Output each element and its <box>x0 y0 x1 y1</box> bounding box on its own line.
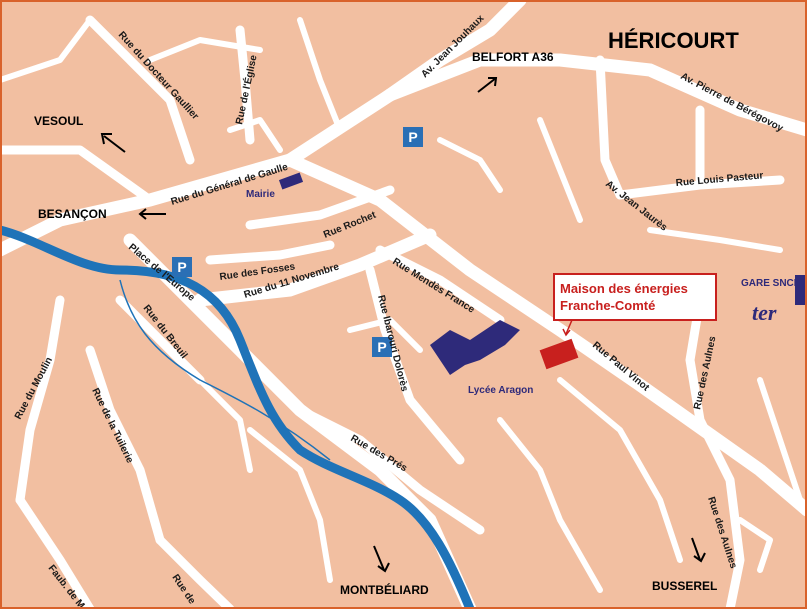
callout-arrow-icon <box>562 328 571 337</box>
maison-energies-building[interactable] <box>539 338 579 370</box>
road-tuilerie <box>85 345 165 545</box>
direction-montbeliard: MONTBÉLIARD <box>340 582 429 597</box>
road-minor <box>227 117 283 153</box>
mairie-label: Mairie <box>246 189 275 200</box>
road-minor <box>247 427 333 583</box>
road-minor <box>297 17 343 133</box>
river-stream <box>119 279 331 461</box>
road-jean-jouhaux <box>383 0 527 102</box>
gare-building <box>795 275 807 305</box>
parking-marker: P <box>372 337 392 357</box>
road-moulin <box>15 295 65 505</box>
direction-vesoul: VESOUL <box>34 114 83 128</box>
parking-label: P <box>408 129 417 145</box>
arrow-head-icon <box>100 133 112 145</box>
callout-line-2: Franche-Comté <box>560 298 655 313</box>
road-jean-jaures <box>283 153 807 517</box>
callout-pointer <box>565 319 573 335</box>
arrow-icon <box>691 537 701 561</box>
road-rue-de <box>155 535 235 609</box>
road-minor <box>437 137 503 193</box>
lycee-building <box>430 320 520 375</box>
road-beregovoy <box>383 53 807 137</box>
callout-line-1: Maison des énergies <box>560 281 688 296</box>
road-minor <box>197 377 253 473</box>
arrow-icon <box>103 135 126 153</box>
mairie-building <box>278 172 304 190</box>
road-minor <box>557 377 683 563</box>
parking-marker: P <box>403 127 423 147</box>
gare-label: GARE SNCF <box>741 278 800 289</box>
town-name: HÉRICOURT <box>608 28 739 53</box>
parking-label: P <box>377 339 386 355</box>
road-faubourg <box>15 495 95 609</box>
road-minor <box>147 37 263 63</box>
road-minor <box>647 227 783 253</box>
road-west <box>0 145 155 205</box>
road-east-vertical <box>595 55 625 200</box>
parking-marker: P <box>172 257 192 277</box>
direction-busserel: BUSSEREL <box>652 579 717 593</box>
road-minor <box>497 417 603 593</box>
callout-maison-energies[interactable]: Maison des énergies Franche-Comté <box>553 273 717 337</box>
road-louis-pasteur <box>615 175 785 200</box>
road-minor <box>757 377 803 503</box>
arrow-icon <box>477 77 497 93</box>
direction-belfort: BELFORT A36 <box>472 50 554 64</box>
road-minor <box>347 317 423 353</box>
road-pres <box>295 405 485 535</box>
road-aulnes <box>685 295 745 609</box>
road-breuil <box>115 295 205 385</box>
road-onze-novembre <box>193 228 437 307</box>
road-minor <box>537 117 583 223</box>
road-rochet <box>245 185 395 230</box>
arrow-head-icon <box>377 562 390 573</box>
road-minor <box>0 17 93 83</box>
arrow-head-icon <box>138 208 147 220</box>
road-fosses <box>205 240 335 265</box>
road-minor <box>737 517 773 573</box>
road-ibarouri <box>365 265 465 465</box>
ter-logo: ter <box>752 300 777 325</box>
road-docteur <box>85 15 195 165</box>
lycee-label: Lycée Aragon <box>468 385 533 396</box>
road-mendes <box>375 245 505 325</box>
arrow-icon <box>373 545 385 571</box>
river-main <box>0 225 475 609</box>
direction-besancon: BESANÇON <box>38 207 107 221</box>
arrow-head-icon <box>693 552 706 563</box>
arrow-head-icon <box>488 77 498 87</box>
parking-label: P <box>177 259 186 275</box>
